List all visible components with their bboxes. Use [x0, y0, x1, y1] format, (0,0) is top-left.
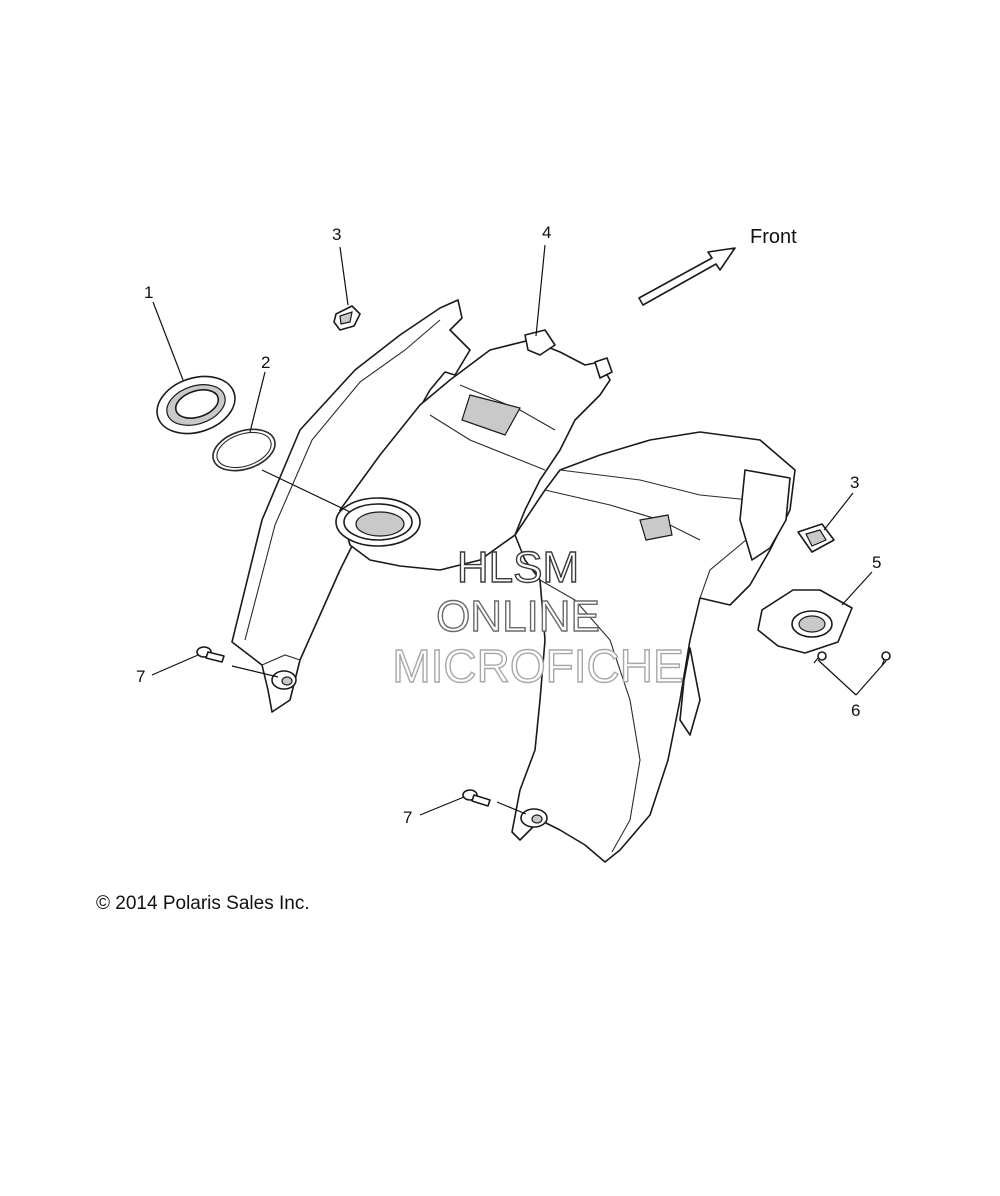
- o-ring: [212, 428, 276, 472]
- grommet-plate: [757, 589, 853, 654]
- callout-3-right: 3: [850, 473, 859, 492]
- callout-1: 1: [144, 283, 153, 302]
- watermark-line-2: ONLINE: [436, 592, 600, 641]
- watermark-line-1: HLSM: [457, 543, 579, 592]
- watermark-line-3: MICROFICHE: [392, 640, 683, 692]
- callout-7-bottom: 7: [403, 808, 412, 827]
- callout-3-top: 3: [332, 225, 341, 244]
- screw-left: [813, 651, 827, 664]
- rear-panel-assembly: [231, 299, 796, 863]
- front-label: Front: [750, 226, 797, 248]
- leader-lines: [151, 244, 887, 816]
- callout-4: 4: [542, 223, 551, 242]
- front-arrow-icon: [638, 247, 736, 306]
- watermark: HLSM ONLINE MICROFICHE: [392, 542, 685, 692]
- copyright-text: © 2014 Polaris Sales Inc.: [96, 893, 310, 914]
- push-rivet-left: [196, 646, 225, 663]
- callout-7-left: 7: [136, 667, 145, 686]
- callout-2: 2: [261, 353, 270, 372]
- callout-5: 5: [872, 553, 881, 572]
- vent-grille: [461, 394, 521, 436]
- clip-top: [333, 305, 361, 331]
- screw-right: [881, 651, 891, 667]
- push-rivet-bottom: [462, 789, 491, 807]
- callout-6: 6: [851, 701, 860, 720]
- filler-cap-ring: [156, 375, 236, 435]
- clip-right: [797, 523, 835, 553]
